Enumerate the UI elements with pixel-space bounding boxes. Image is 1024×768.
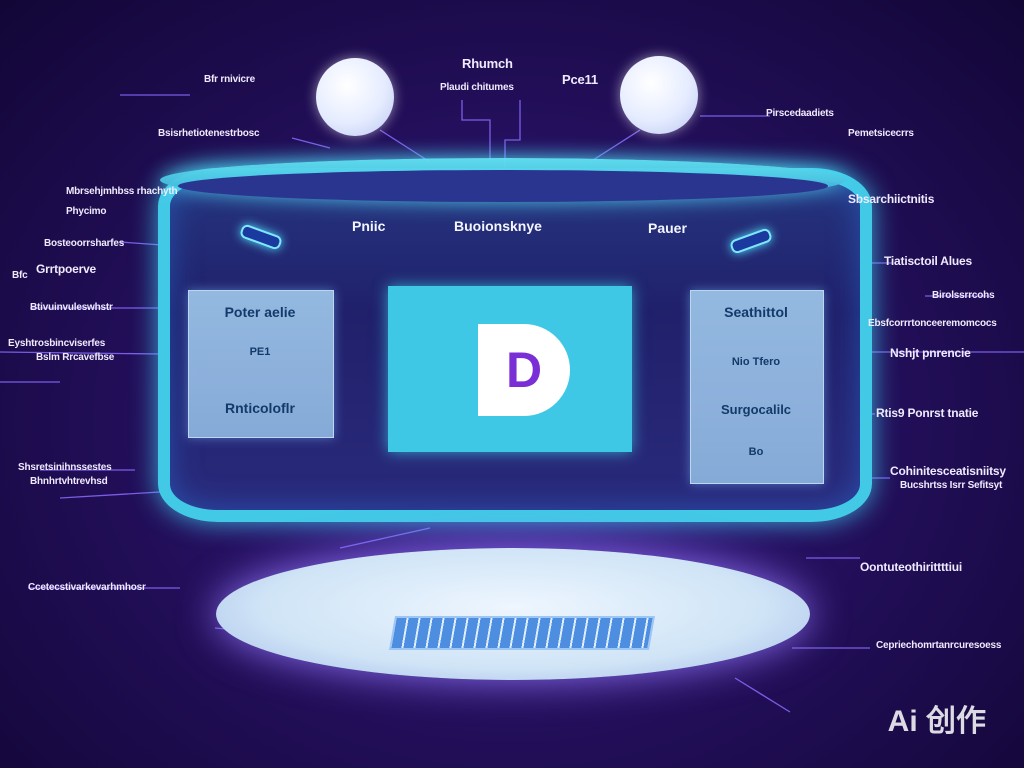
connector-line bbox=[379, 129, 431, 163]
right-label-8: Rtis9 Ponrst tnatie bbox=[876, 406, 979, 420]
top-title-left: Rhumch bbox=[462, 56, 513, 71]
right-card-footer: Bo bbox=[748, 446, 764, 458]
right-label-11: Oontuteothirittttiui bbox=[860, 560, 962, 574]
left-card-title: Poter aelie bbox=[224, 304, 296, 320]
left-label-10: Bslm Rrcavefbse bbox=[36, 352, 115, 363]
left-label-8: Btivuinvuleswhstr bbox=[30, 302, 113, 313]
left-card-subtitle: PE1 bbox=[249, 346, 271, 358]
logo-icon: D bbox=[478, 324, 570, 416]
right-label-5: Birolssrrcohs bbox=[932, 290, 995, 301]
logo-letter: D bbox=[505, 342, 543, 398]
right-label-4: Tiatisctoil Alues bbox=[884, 254, 972, 268]
left-label-12: Bhnhrtvhtrevhsd bbox=[30, 476, 108, 487]
left-label-6: Grrtpoerve bbox=[36, 262, 97, 276]
right-label-12: Cepriechomrtanrcuresoess bbox=[876, 640, 1002, 651]
connector-line bbox=[734, 677, 791, 713]
left-label-7: Bfc bbox=[12, 270, 28, 281]
top-subtitle-left: Plaudi chitumes bbox=[440, 82, 514, 93]
connector-line bbox=[59, 491, 161, 499]
left-info-card bbox=[188, 290, 334, 438]
keyboard-icon bbox=[389, 616, 655, 650]
display-header-right: Pauer bbox=[648, 220, 687, 236]
right-label-10: Bucshrtss Isrr Sefitsyt bbox=[900, 480, 1003, 491]
connector-line bbox=[589, 129, 641, 163]
left-label-9: Eyshtrosbincviserfes bbox=[8, 338, 106, 349]
top-title-right: Pce11 bbox=[562, 72, 598, 87]
right-label-9: Cohinitesceatisniitsy bbox=[890, 464, 1006, 478]
left-label-2: Bsisrhetiotenestrbosc bbox=[158, 128, 260, 139]
right-label-7: Nshjt pnrencie bbox=[890, 346, 971, 360]
right-label-3: Sbsarchiictnitis bbox=[848, 192, 935, 206]
connector-line bbox=[0, 351, 161, 355]
display-header-left: Pniic bbox=[352, 218, 386, 234]
connector-line bbox=[461, 100, 491, 160]
left-label-11: Shsretsinihnssestes bbox=[18, 462, 112, 473]
connector-line bbox=[339, 527, 431, 549]
right-label-2: Pemetsicecrrs bbox=[848, 128, 914, 139]
left-orb-icon bbox=[316, 58, 394, 136]
display-rim-inner bbox=[178, 170, 828, 202]
left-label-1: Bfr rnivicre bbox=[204, 74, 255, 85]
connector-line bbox=[291, 137, 331, 149]
pedestal-base bbox=[216, 548, 810, 680]
right-card-title: Seathittol bbox=[724, 304, 788, 320]
connector-line bbox=[119, 241, 163, 246]
right-label-1: Pirscedaadiets bbox=[766, 108, 834, 119]
right-label-6: Ebsfcorrrtonceeremomcocs bbox=[868, 318, 997, 329]
display-header-center: Buoionsknye bbox=[454, 218, 542, 234]
right-info-card bbox=[690, 290, 824, 484]
left-label-3: Mbrsehjmhbss rhachyth bbox=[66, 186, 178, 197]
right-card-detail: Surgocalilc bbox=[720, 402, 792, 417]
left-label-5: Bosteoorrsharfes bbox=[44, 238, 125, 249]
right-card-subtitle: Nio Tfero bbox=[731, 356, 781, 368]
left-label-4: Phycimo bbox=[66, 206, 107, 217]
right-orb-icon bbox=[620, 56, 698, 134]
left-card-footer: Rnticoloflr bbox=[225, 400, 295, 416]
watermark-text: Ai 创作 bbox=[887, 705, 986, 738]
left-label-13: Ccetecstivarkevarhmhosr bbox=[28, 582, 146, 593]
